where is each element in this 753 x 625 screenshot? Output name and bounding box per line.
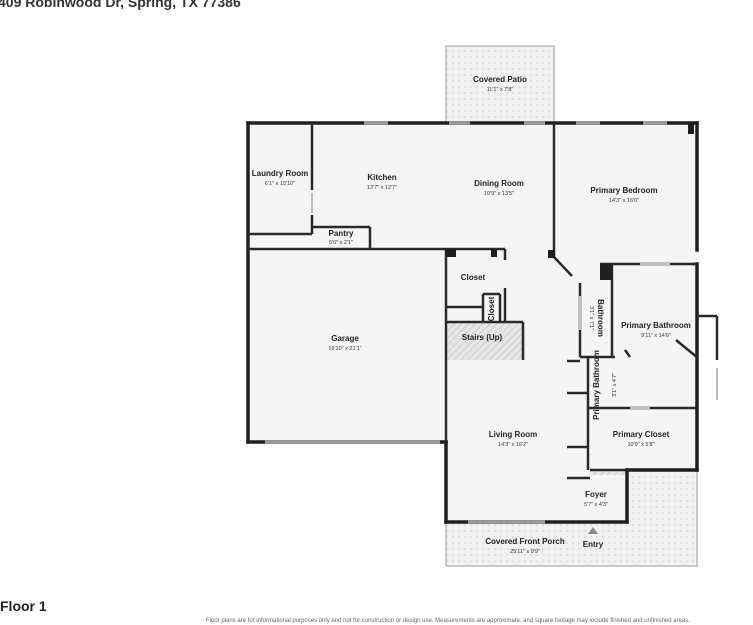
windows (265, 121, 667, 524)
pantry-dims: 5'6" x 2'1" (329, 240, 353, 246)
interior-walls (248, 123, 719, 480)
living-room-label: Living Room (489, 430, 537, 439)
window-details (311, 193, 718, 409)
bathroom-label: Bathroom (596, 299, 605, 337)
garage-dims: 19'10" x 21'1" (328, 346, 361, 352)
covered-front-porch-label: Covered Front Porch (485, 537, 565, 546)
stairs-hatch (447, 322, 523, 360)
entry-arrow-icon (588, 527, 598, 534)
garage-label: Garage (331, 334, 359, 343)
covered-patio-label: Covered Patio (473, 75, 527, 84)
closet-label: Closet (461, 273, 486, 282)
primary-bathroom-label: Primary Bathroom (621, 321, 691, 330)
kitchen-dims: 13'7" x 12'7" (367, 185, 397, 191)
posts (446, 124, 694, 280)
primary-bathroom-small-dims: 3'1" x 4'7" (612, 373, 618, 397)
primary-bedroom-label: Primary Bedroom (590, 186, 657, 195)
dining-room-label: Dining Room (474, 179, 524, 188)
primary-closet-dims: 10'9" x 5'8" (627, 442, 654, 448)
closet-vertical-label: Closet (487, 296, 496, 321)
primary-bedroom-dims: 14'3" x 16'0" (609, 198, 639, 204)
primary-closet-label: Primary Closet (613, 430, 670, 439)
kitchen-label: Kitchen (367, 173, 396, 182)
laundry-room-label: Laundry Room (252, 169, 308, 178)
foyer-threshold-hatch (590, 469, 627, 475)
covered-patio-area (445, 45, 555, 124)
foyer-dims: 5'7" x 4'3" (584, 502, 608, 508)
bathroom-dims: 3'1" x 7'1" (588, 306, 594, 330)
primary-bathroom-dims: 9'11" x 14'6" (641, 333, 671, 339)
stairs-label: Stairs (Up) (462, 333, 503, 342)
disclaimer: Floor plans are for informational purpos… (206, 618, 690, 624)
laundry-room-dims: 6'1" x 10'10" (265, 181, 295, 187)
primary-bathroom-small-label: Primary Bathroom (592, 350, 601, 420)
covered-front-porch-dims: 25'11" x 9'9" (510, 549, 540, 555)
pantry-label: Pantry (329, 229, 354, 238)
dining-room-dims: 10'9" x 13'5" (484, 191, 514, 197)
living-room-dims: 14'3" x 16'2" (498, 442, 528, 448)
covered-patio-dims: 11'1" x 7'8" (487, 87, 514, 93)
entry-label: Entry (583, 540, 604, 549)
property-address: 409 Robinwood Dr, Spring, TX 77386 (0, 0, 241, 10)
floor-label: Floor 1 (0, 598, 47, 614)
foyer-label: Foyer (585, 490, 607, 499)
